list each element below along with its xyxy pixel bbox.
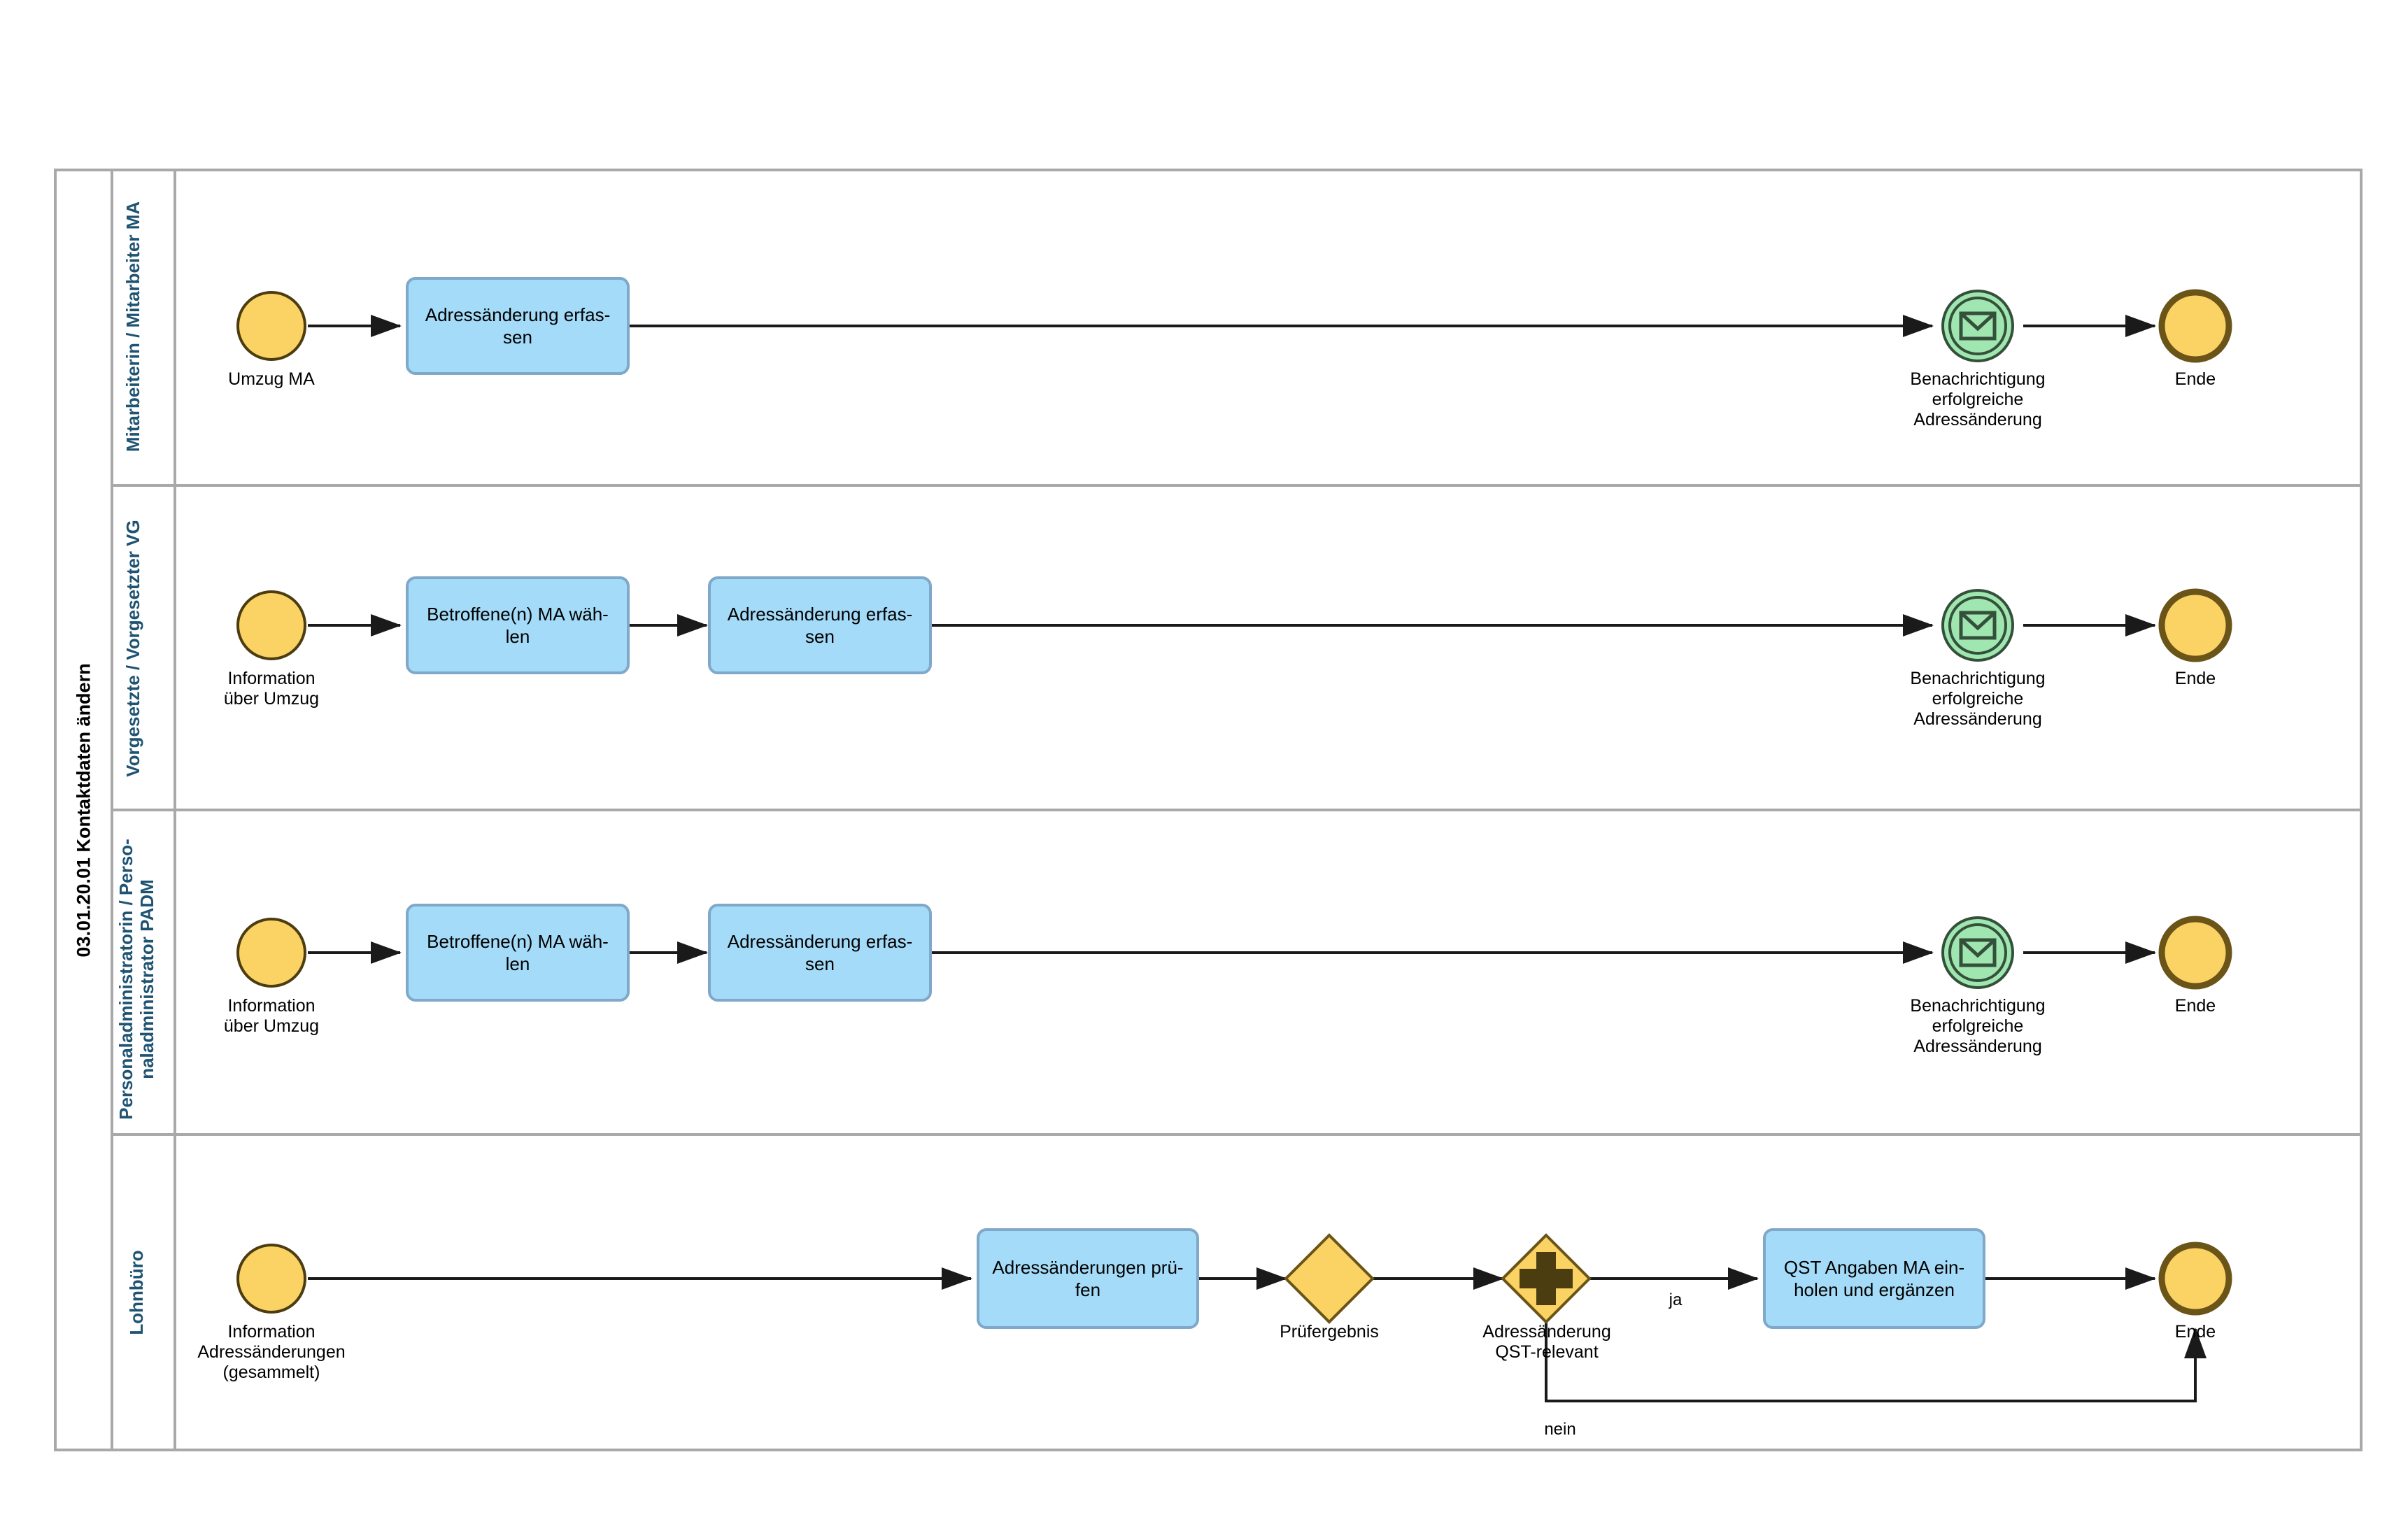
ev-end-4[interactable] [2158, 1242, 2232, 1316]
gw-pruefergebnis[interactable] [1284, 1233, 1375, 1324]
ev-end-1[interactable] [2158, 289, 2232, 363]
ev-end-3[interactable] [2158, 916, 2232, 990]
tk-pruefen-4-label: Adressänderungen prü- fen [992, 1257, 1184, 1300]
ev-msg-2[interactable] [1941, 589, 2014, 662]
lane-label-lohnbuero: Lohnbüro [126, 1250, 147, 1335]
ev-start-4[interactable] [236, 1244, 306, 1314]
tk-pruefen-4[interactable] [977, 1228, 1199, 1329]
ev-msg-3[interactable] [1941, 916, 2014, 989]
tk-qst-label: QST Angaben MA ein- holen und ergänzen [1783, 1257, 1965, 1300]
lane-label-vorgesetzte: Vorgesetzte / Vorgesetzter VG [122, 520, 143, 777]
tk-erfassen-2[interactable] [708, 576, 932, 674]
tk-waehlen-2[interactable] [406, 576, 630, 674]
tk-waehlen-2-label: Betroffene(n) MA wäh- len [427, 604, 609, 647]
flow-label-ja: ja [1669, 1290, 1683, 1309]
tk-qst[interactable] [1763, 1228, 1985, 1329]
ev-start-3[interactable] [236, 918, 306, 988]
ev-msg-1[interactable] [1941, 290, 2014, 362]
tk-erfassen-2-label: Adressänderung erfas- sen [727, 604, 913, 647]
tk-erfassen-3[interactable] [708, 904, 932, 1002]
lane-label-mitarbeiter: Mitarbeiterin / Mitarbeiter MA [122, 201, 143, 453]
gw-qst[interactable] [1501, 1233, 1592, 1324]
tk-waehlen-3-label: Betroffene(n) MA wäh- len [427, 931, 609, 974]
ev-start-2[interactable] [236, 590, 306, 660]
tk-erfassen-1[interactable] [406, 277, 630, 375]
tk-waehlen-3[interactable] [406, 904, 630, 1002]
pool-title: 03.01.20.01 Kontaktdaten ändern [73, 663, 94, 958]
tk-erfassen-1-label: Adressänderung erfas- sen [425, 304, 611, 348]
flow-label-nein: nein [1544, 1420, 1576, 1439]
sequence-flow-4-gw2-to-end-nein [1545, 1322, 2207, 1402]
lane-label-divider-1 [173, 170, 176, 1450]
lane-label-padm: Personaladministratorin / Perso- naladmi… [115, 839, 157, 1120]
ev-end-2[interactable] [2158, 588, 2232, 662]
ev-start-1[interactable] [236, 291, 306, 361]
tk-erfassen-3-label: Adressänderung erfas- sen [727, 931, 913, 974]
